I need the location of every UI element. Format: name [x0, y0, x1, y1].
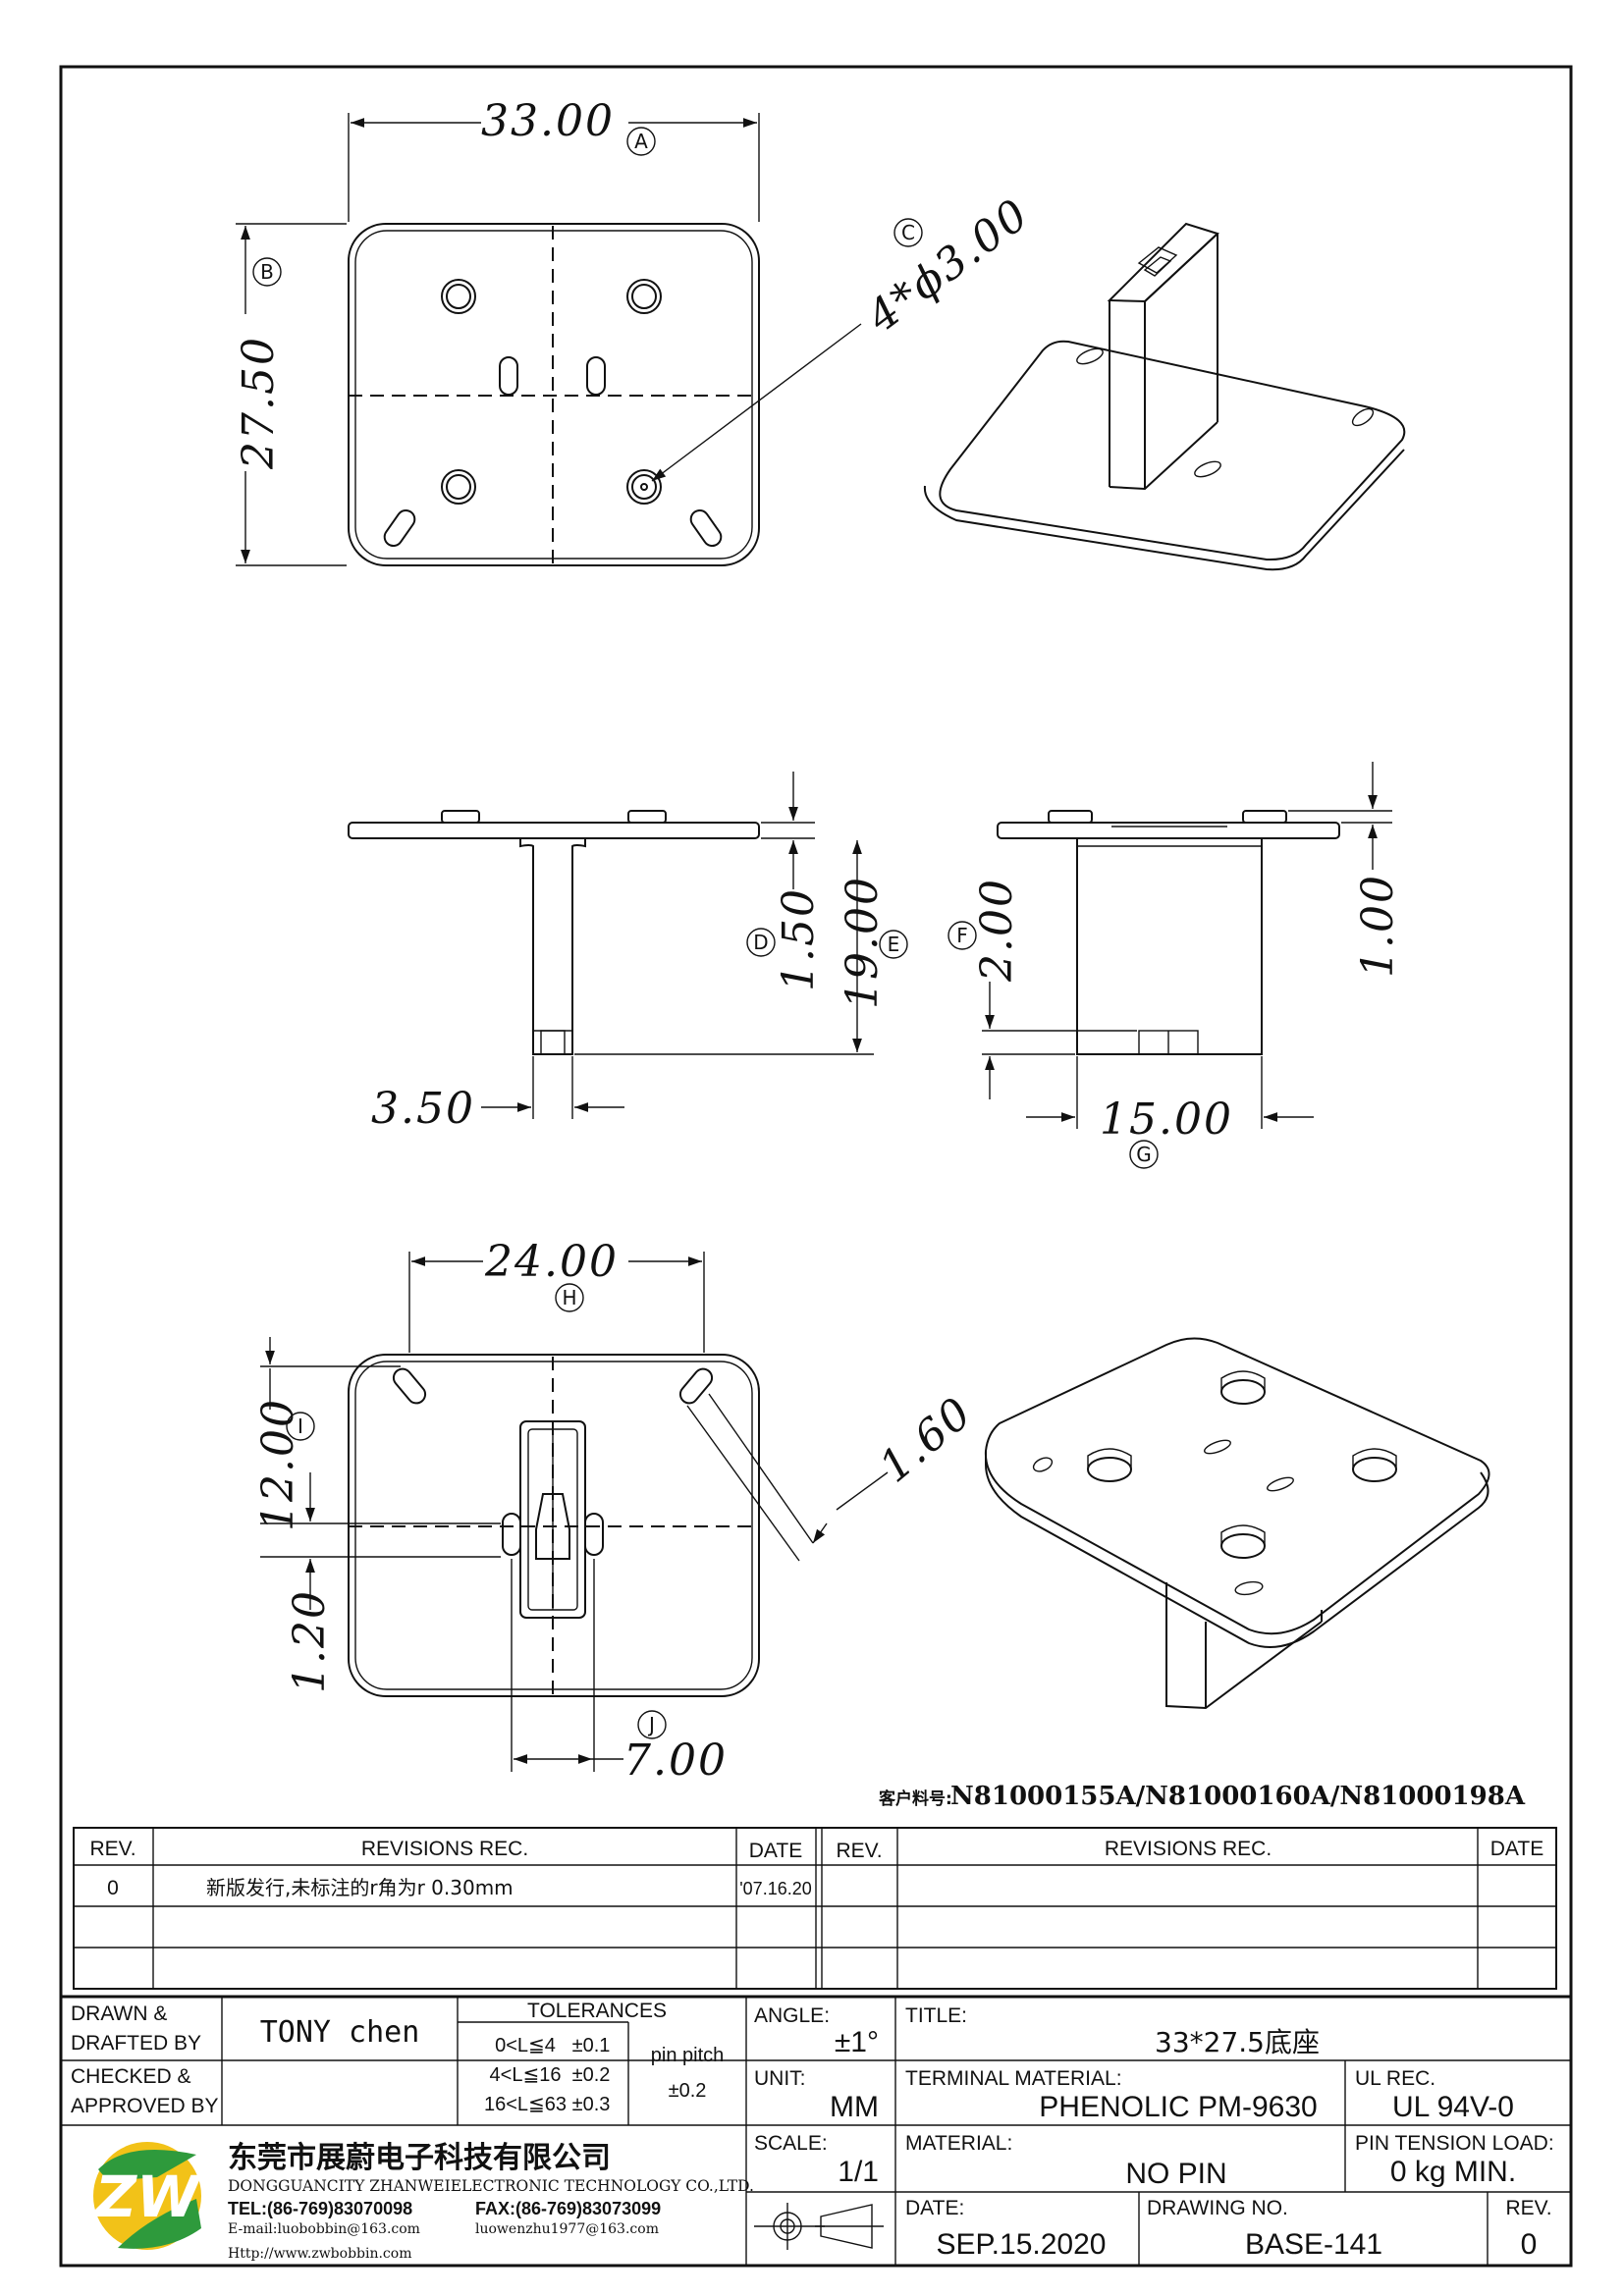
company-tel: TEL:(86-769)83070098: [228, 2199, 412, 2218]
dim-1-50: 1.50: [774, 887, 824, 991]
customer-part-numbers: N81000155A/N81000160A/N81000198A: [950, 1782, 1526, 1811]
drawn-label-2: DRAFTED BY: [71, 2032, 201, 2055]
marker-j: J: [647, 1713, 655, 1736]
revisions-header: REVISIONS REC.: [361, 1838, 528, 1860]
marker-a: A: [634, 130, 648, 153]
angle-label: ANGLE:: [754, 2004, 830, 2027]
side-view-2: 2.00 F 1.00 15.00 G: [947, 762, 1403, 1169]
unit-value: MM: [830, 2091, 879, 2123]
marker-f: F: [956, 924, 968, 947]
tol-val-0: ±0.1: [572, 2035, 611, 2056]
date-header: DATE: [749, 1840, 802, 1862]
side-view-1: 1.50 D 19.00 E 3.50: [348, 772, 908, 1134]
projection-symbol-icon: [754, 2203, 884, 2250]
dim-3-50: 3.50: [371, 1084, 475, 1134]
dim-12-00: 12.00: [253, 1398, 303, 1531]
rev-row-0-text: 新版发行,未标注的r角为r 0.30mm: [206, 1876, 514, 1899]
checked-label-1: CHECKED &: [71, 2065, 191, 2088]
dim-hole-callout: 4*ϕ3.00: [857, 189, 1039, 344]
tol-range-0: 0<L≦4: [495, 2035, 556, 2056]
revisions-header-2: REVISIONS REC.: [1105, 1838, 1272, 1860]
drawn-label-1: DRAWN &: [71, 2002, 167, 2025]
marker-b: B: [260, 260, 274, 284]
iso-view-bottom: [984, 1337, 1490, 1710]
tol-range-2: 16<L≦63: [484, 2094, 567, 2115]
date-header-2: DATE: [1490, 1838, 1543, 1860]
dim-1-00: 1.00: [1353, 874, 1403, 978]
dim-1-20: 1.20: [285, 1589, 335, 1693]
bottom-view: 24.00 H 12.00 I 1.20 7.00 J 1.60: [253, 1237, 982, 1786]
company-website: Http://www.zwbobbin.com: [228, 2246, 411, 2262]
date-label: DATE:: [905, 2197, 964, 2219]
angle-value: ±1°: [835, 2026, 879, 2058]
marker-e: E: [888, 933, 900, 956]
company-email-1: E-mail:luobobbin@163.com: [228, 2221, 420, 2237]
top-view: 33.00 A 27.50 B 4*ϕ3.00 C: [234, 96, 1039, 566]
company-name-en: DONGGUANCITY ZHANWEIELECTRONIC TECHNOLOG…: [228, 2177, 754, 2195]
customer-part-label: 客户料号:: [878, 1789, 952, 1809]
material-label: MATERIAL:: [905, 2132, 1012, 2155]
pin-pitch-val: ±0.2: [669, 2080, 707, 2102]
revisions-table: REV. REVISIONS REC. DATE REV. REVISIONS …: [73, 1827, 1557, 1990]
pin-tension-label: PIN TENSION LOAD:: [1355, 2132, 1554, 2155]
marker-h: H: [562, 1286, 576, 1309]
drawing-no-label: DRAWING NO.: [1147, 2197, 1288, 2219]
rev-header: REV.: [89, 1838, 135, 1860]
rev-header-2: REV.: [836, 1840, 882, 1862]
unit-label: UNIT:: [754, 2067, 806, 2090]
ul-label: UL REC.: [1355, 2067, 1435, 2090]
date-value: SEP.15.2020: [937, 2228, 1107, 2261]
rev-row-0-rev: 0: [107, 1877, 119, 1899]
company-logo-icon: ZW: [93, 2142, 202, 2250]
title-label: TITLE:: [905, 2004, 967, 2027]
dim-1-60: 1.60: [870, 1387, 982, 1492]
tol-range-1: 4<L≦16: [490, 2064, 562, 2086]
drawn-value: TONY chen: [260, 2015, 420, 2050]
checked-label-2: APPROVED BY: [71, 2095, 219, 2117]
title-block: DRAWN & DRAFTED BY TONY chen CHECKED & A…: [59, 1995, 1573, 2268]
company-name-cn: 东莞市展蔚电子科技有限公司: [228, 2141, 611, 2175]
terminal-material-label: TERMINAL MATERIAL:: [905, 2067, 1122, 2090]
scale-label: SCALE:: [754, 2132, 828, 2155]
company-fax: FAX:(86-769)83073099: [475, 2199, 661, 2218]
title-value: 33*27.5底座: [1155, 2026, 1320, 2058]
iso-view-top: [923, 222, 1406, 571]
tol-val-2: ±0.3: [572, 2094, 611, 2115]
title-rev-label: REV.: [1505, 2197, 1551, 2219]
marker-d: D: [753, 931, 768, 954]
dim-top-height: 27.50: [234, 336, 284, 470]
marker-g: G: [1136, 1143, 1152, 1166]
tolerances-label: TOLERANCES: [527, 2000, 667, 2022]
material-value: NO PIN: [1125, 2158, 1226, 2190]
rev-row-0-date: '07.16.20: [739, 1879, 812, 1898]
scale-value: 1/1: [838, 2156, 879, 2188]
dim-2-00: 2.00: [972, 878, 1022, 983]
marker-i: I: [298, 1415, 303, 1438]
ul-value: UL 94V-0: [1392, 2091, 1514, 2123]
dim-15-00: 15.00: [1100, 1095, 1233, 1145]
dim-24-00: 24.00: [484, 1237, 619, 1287]
dim-7-00: 7.00: [623, 1735, 728, 1786]
svg-text:ZW: ZW: [93, 2163, 202, 2230]
title-rev-value: 0: [1521, 2228, 1538, 2261]
drawing-no-value: BASE-141: [1245, 2228, 1382, 2261]
pin-pitch-label: pin pitch: [651, 2045, 725, 2066]
tol-val-1: ±0.2: [572, 2064, 611, 2086]
dim-top-width: 33.00: [481, 96, 615, 146]
company-email-2: luowenzhu1977@163.com: [475, 2221, 659, 2237]
marker-c: C: [901, 221, 915, 244]
terminal-material-value: PHENOLIC PM-9630: [1039, 2091, 1317, 2123]
pin-tension-value: 0 kg MIN.: [1390, 2156, 1516, 2188]
